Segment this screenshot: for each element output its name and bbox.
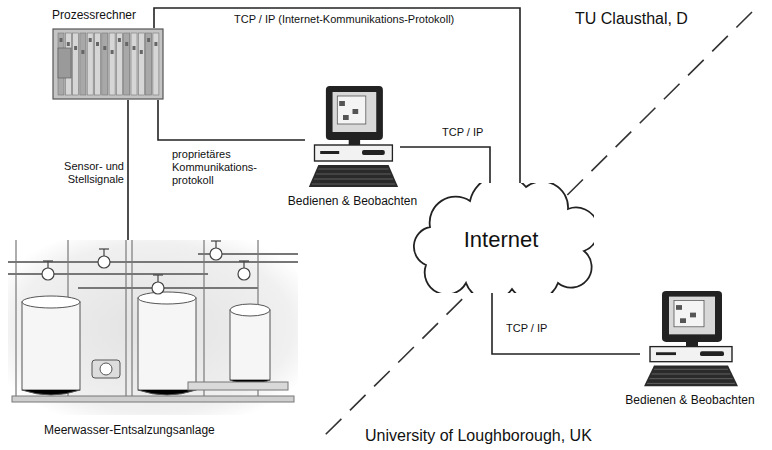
workstation: Bedienen & Beobachten	[305, 85, 400, 191]
workstation: Bedienen & Beobachten	[640, 290, 740, 390]
network-connection	[127, 100, 129, 240]
site-label: TU Clausthal, D	[575, 10, 688, 28]
dashed-divider	[318, 12, 752, 442]
connection-label: TCP / IP	[504, 322, 549, 335]
cloud-label: Internet	[464, 227, 539, 253]
node-caption: Meerwasser-Entsalzungsanlage	[44, 423, 215, 437]
network-connection	[400, 147, 490, 189]
desalination-plant: Meerwasser-Entsalzungsanlage	[8, 240, 298, 415]
internet-cloud: Internet	[408, 183, 594, 293]
process-computer: Prozessrechner	[52, 28, 164, 100]
network-connection	[154, 8, 520, 186]
connection-label: proprietäres Kommunikations- protokoll	[170, 148, 266, 187]
node-caption: Bedienen & Beobachten	[625, 393, 754, 407]
process-computer-drawing	[52, 28, 164, 100]
connection-label: TCP / IP (Internet-Kommunikations-Protok…	[232, 13, 456, 26]
workstation-drawing	[640, 290, 740, 390]
node-caption: Bedienen & Beobachten	[288, 194, 417, 208]
connection-label: Sensor- und Stellsignale	[40, 160, 126, 186]
node-caption: Prozessrechner	[52, 8, 136, 22]
workstation-drawing	[305, 85, 400, 191]
network-connection	[158, 100, 305, 140]
site-label: University of Loughborough, UK	[365, 427, 592, 445]
connection-label: TCP / IP	[440, 126, 485, 139]
network-connection	[492, 289, 640, 354]
desalination-plant-drawing	[8, 240, 298, 415]
